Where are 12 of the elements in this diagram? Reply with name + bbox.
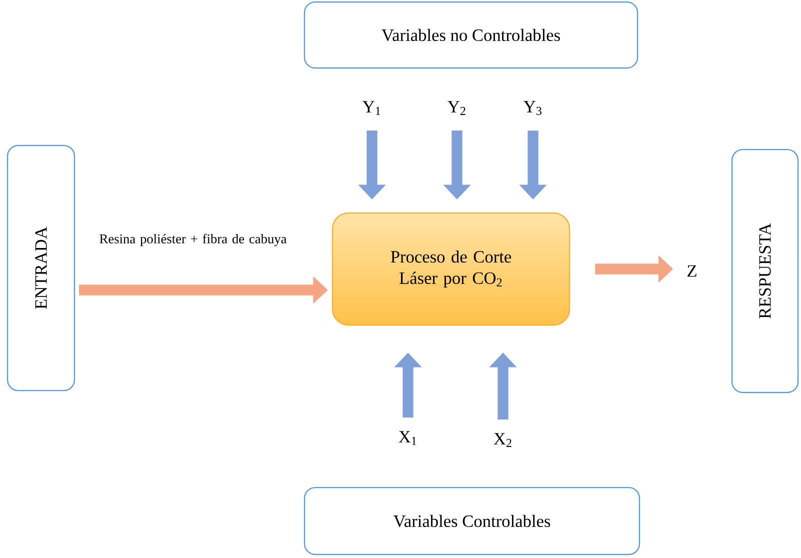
variable-label: X$_{2}$ <box>494 433 512 447</box>
variable-label: Y$_{2}$ <box>448 101 466 115</box>
variable-label: X$_{1}$ <box>398 431 416 445</box>
variables-box: Variables no Controlables <box>304 1 638 69</box>
variable-label: Z <box>688 265 696 277</box>
variable-label: Y$_{3}$ <box>524 101 542 115</box>
side-box: RESPUESTA <box>731 148 799 394</box>
process-box: Proceso de Corte Láser por CO$_{2}$ <box>332 212 570 326</box>
edge-label: Resina poliéster + fibra de cabuya <box>100 234 287 246</box>
variables-box: Variables Controlables <box>304 486 640 556</box>
side-box: ENTRADA <box>6 144 76 392</box>
variable-label: Y$_{1}$ <box>362 101 380 115</box>
